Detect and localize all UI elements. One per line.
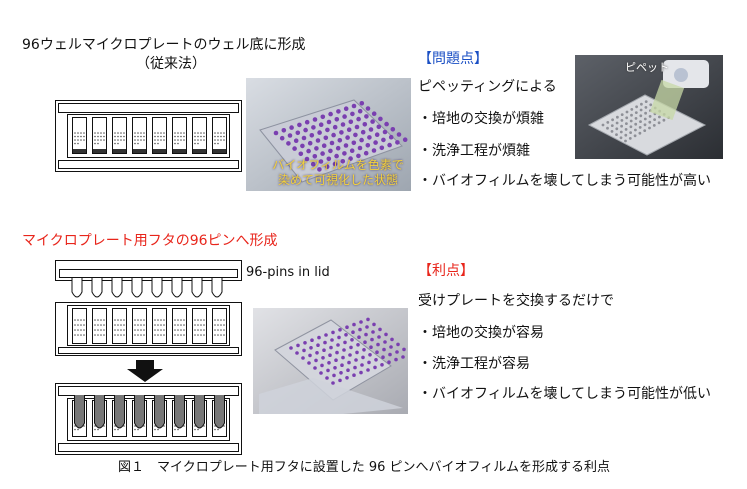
problems-heading: 【問題点】	[418, 51, 488, 67]
advantage-item: ・洗浄工程が容易	[418, 356, 530, 372]
pipette-label: ピペット	[625, 61, 669, 74]
photo-caption-line2: 染めて可視化した状態	[277, 173, 398, 187]
advantages-intro: 受けプレートを交換するだけで	[418, 293, 614, 309]
figure-caption: 図１ マイクロプレート用フタに設置した 96 ピンへバイオフィルムを形成する利点	[118, 460, 611, 475]
down-arrow-icon	[127, 360, 163, 382]
conventional-plate-photo: バイオフィルムを色素で 染めて可視化した状態	[246, 78, 411, 191]
lid-with-pins-diagram	[55, 260, 242, 298]
problem-item: ・培地の交換が煩雑	[418, 111, 544, 127]
problems-intro: ピペッティングによる	[418, 79, 557, 95]
advantages-heading: 【利点】	[418, 263, 474, 279]
problem-item: ・バイオフィルムを壊してしまう可能性が高い	[418, 173, 712, 189]
pipette-photo: ピペット	[575, 55, 723, 159]
advantage-item: ・培地の交換が容易	[418, 325, 544, 341]
conventional-plate-diagram	[55, 100, 242, 172]
receiving-plate-diagram	[55, 302, 242, 356]
lid-label: 96-pins in lid	[246, 265, 330, 280]
problem-item: ・洗浄工程が煩雑	[418, 143, 530, 159]
assembled-plate-diagram	[55, 383, 242, 455]
advantage-item: ・バイオフィルムを壊してしまう可能性が低い	[418, 386, 712, 402]
new-method-title: マイクロプレート用フタの96ピンへ形成	[22, 233, 278, 249]
lid-pins-photo	[253, 308, 408, 414]
conventional-subtitle: （従来法）	[136, 56, 206, 72]
photo-caption-line1: バイオフィルムを色素で	[272, 158, 404, 172]
conventional-title: 96ウェルマイクロプレートのウェル底に形成	[22, 37, 306, 53]
